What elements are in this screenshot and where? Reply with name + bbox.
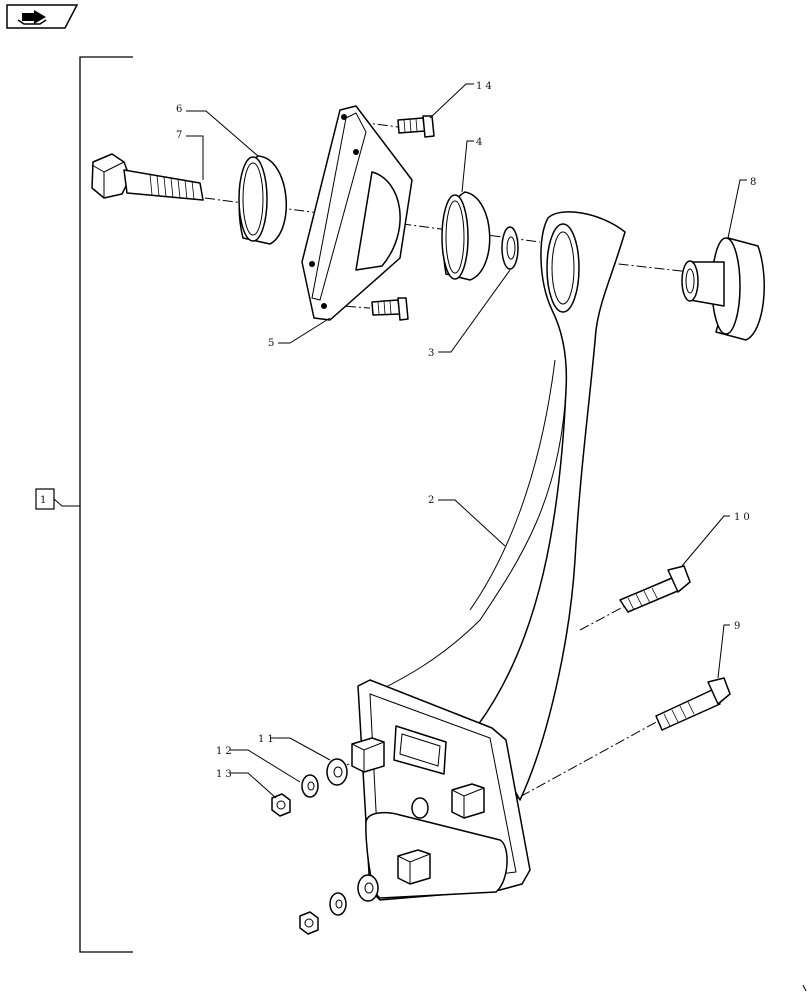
exploded-view-nav-icon[interactable] xyxy=(6,4,79,29)
leader-lines xyxy=(186,83,747,799)
part-2-pedal-arm xyxy=(379,211,626,801)
part-8-bushing xyxy=(681,237,765,341)
part-9-bolt xyxy=(655,677,731,731)
corner-mark xyxy=(802,984,807,992)
callout-10: 10 xyxy=(734,512,753,523)
callout-11: 11 xyxy=(258,734,277,745)
part-7-hex-bolt xyxy=(91,153,204,201)
part-11-flat-washer xyxy=(326,758,348,786)
callout-2: 2 xyxy=(428,495,437,506)
pedal-pad xyxy=(351,679,531,901)
callout-12: 12 xyxy=(216,746,235,757)
part-6-ball-half xyxy=(238,155,288,245)
part-13-nut xyxy=(271,793,291,817)
part-3-washer xyxy=(501,226,519,270)
part-14-screw-lower xyxy=(371,297,409,321)
part-12-lock-washer xyxy=(301,774,319,798)
part-4-ball-half xyxy=(441,191,491,281)
assembly-callout-box[interactable]: 1 xyxy=(35,488,55,510)
callout-5: 5 xyxy=(268,338,277,349)
callout-4: 4 xyxy=(476,137,485,148)
callout-7: 7 xyxy=(176,130,185,141)
callout-6: 6 xyxy=(176,104,185,115)
part-10-bolt xyxy=(619,565,691,613)
callout-3: 3 xyxy=(428,348,437,359)
assembly-callout-label: 1 xyxy=(40,495,49,506)
callout-8: 8 xyxy=(750,177,759,188)
lower-fastener-set xyxy=(299,874,379,935)
callout-14: 14 xyxy=(476,81,495,92)
part-5-housing-plate xyxy=(301,105,413,321)
callout-labels: 6 7 14 4 8 5 3 2 10 9 11 12 13 xyxy=(176,81,759,780)
part-14-screw xyxy=(397,115,435,138)
assembly-bracket xyxy=(53,56,133,953)
callout-13: 13 xyxy=(216,769,235,780)
callout-9: 9 xyxy=(734,621,743,632)
